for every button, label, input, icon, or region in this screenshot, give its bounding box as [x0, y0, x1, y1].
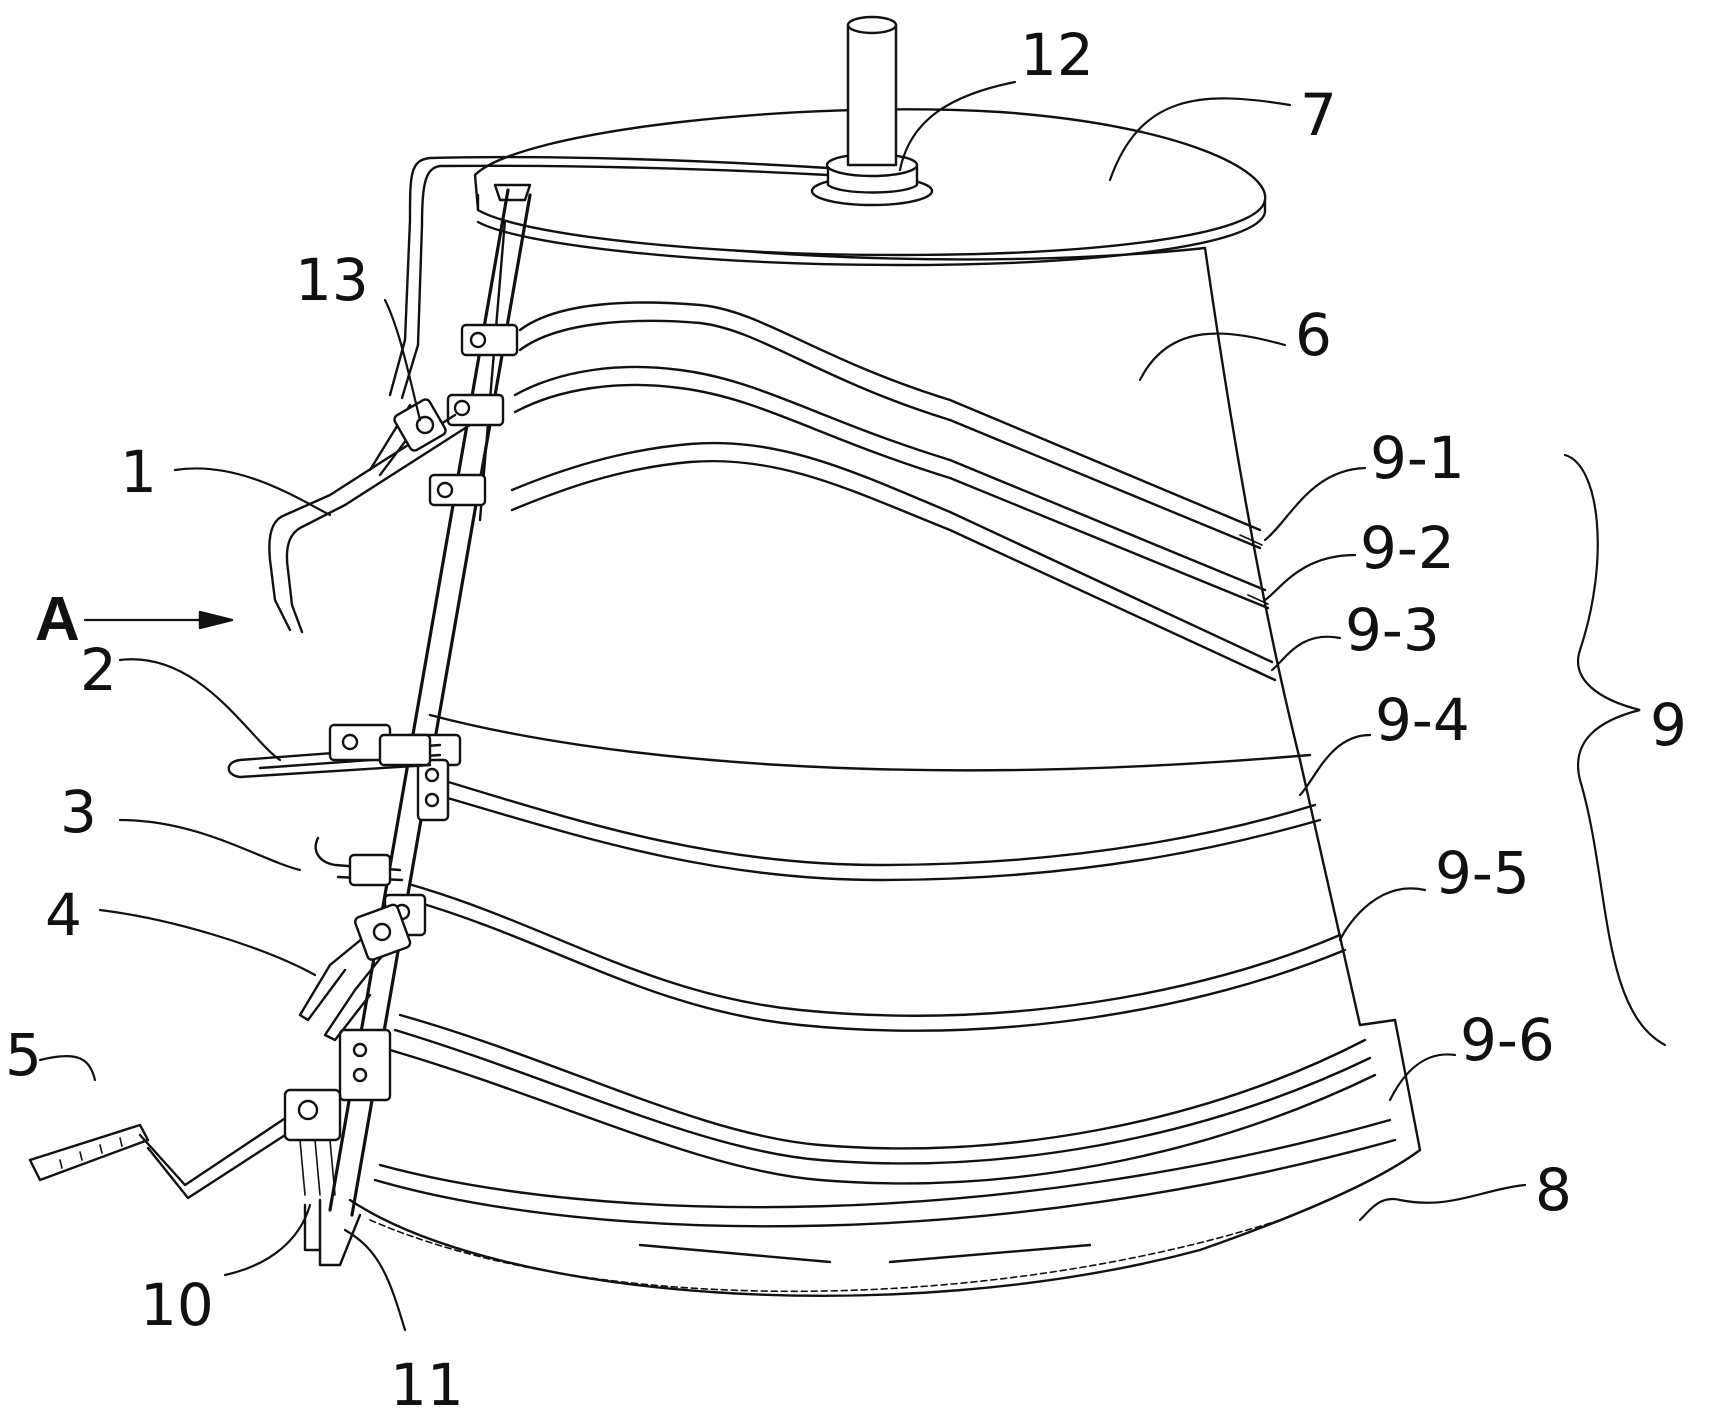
pedal-5 — [28, 1088, 342, 1200]
label-8: 8 — [1535, 1156, 1572, 1224]
brace-9 — [1563, 453, 1667, 1047]
label-5: 5 — [5, 1021, 42, 1089]
label-13: 13 — [295, 246, 369, 314]
hook-arm-1 — [268, 398, 472, 634]
reference-labels: 1 2 3 4 5 6 7 8 9 9-1 9-2 9-3 9-4 9-5 9-… — [5, 21, 1687, 1419]
label-9-1: 9-1 — [1370, 424, 1465, 492]
label-9-5: 9-5 — [1435, 839, 1530, 907]
label-10: 10 — [140, 1271, 214, 1339]
gripper-4 — [298, 903, 412, 1042]
lever-2 — [227, 723, 442, 779]
label-9-2: 9-2 — [1360, 514, 1455, 582]
label-9-3: 9-3 — [1345, 596, 1440, 664]
label-9: 9 — [1650, 691, 1687, 759]
upper-channels — [510, 301, 1277, 682]
label-7: 7 — [1300, 81, 1337, 149]
label-9-4: 9-4 — [1375, 686, 1470, 754]
label-3: 3 — [60, 778, 97, 846]
shaft-hub-12 — [810, 15, 934, 207]
cable-13 — [388, 155, 830, 400]
label-6: 6 — [1295, 301, 1332, 369]
base-part-8 — [348, 1018, 1422, 1297]
lower-bands — [373, 713, 1397, 1228]
leader-lines — [38, 80, 1527, 1332]
label-9-6: 9-6 — [1460, 1006, 1555, 1074]
label-view-a: A — [35, 585, 80, 654]
label-4: 4 — [45, 881, 82, 949]
label-11: 11 — [390, 1351, 464, 1419]
label-12: 12 — [1020, 21, 1094, 89]
conical-body-6 — [478, 218, 1397, 1027]
label-2: 2 — [80, 636, 117, 704]
label-1: 1 — [120, 438, 157, 506]
small-hook-3 — [314, 836, 404, 887]
